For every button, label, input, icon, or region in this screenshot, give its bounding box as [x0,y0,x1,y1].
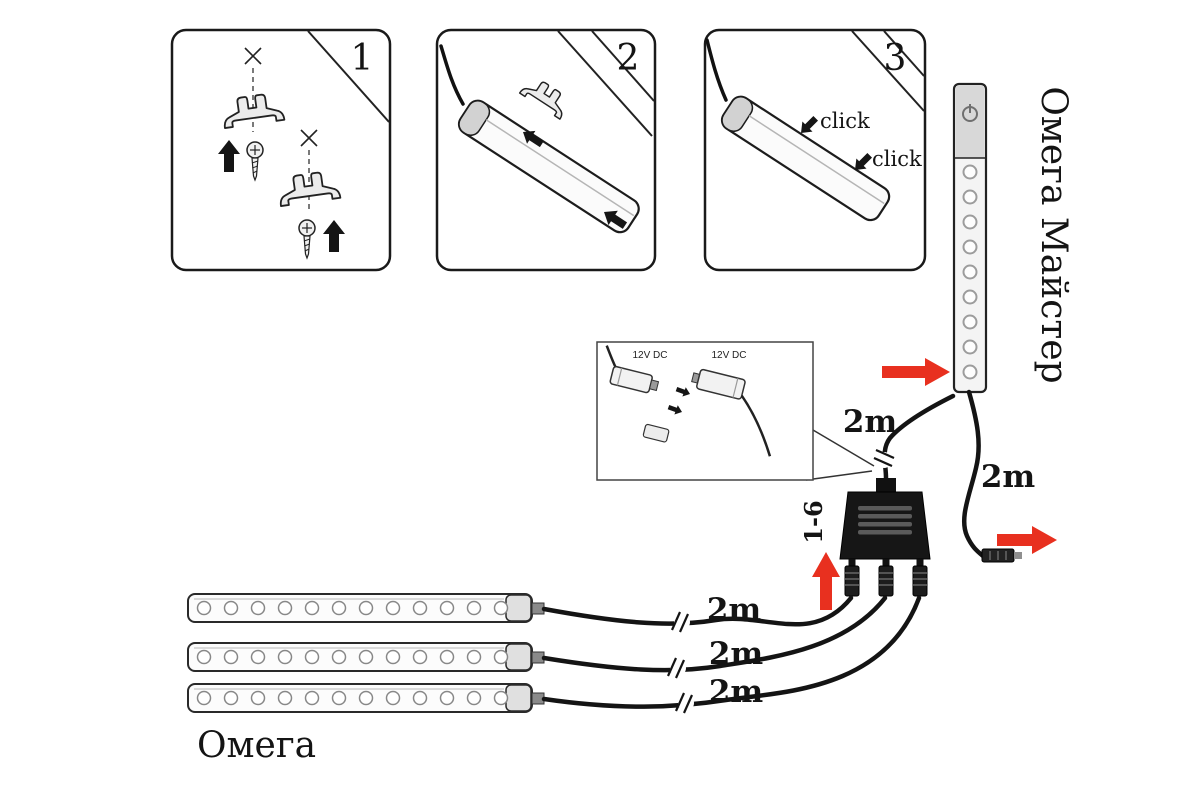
led-dot [962,314,978,330]
drill-mark-icon [300,129,318,147]
cable-break-mark [674,691,696,715]
fixture-cable [439,44,465,106]
callout-line [812,429,875,467]
omega-strip-3 [187,683,545,713]
splitter-port-plug [844,559,860,597]
fixture-end-cap [721,95,754,132]
connect-arrow-right-icon [997,526,1057,554]
step-panel-2: 2 [435,28,657,272]
drill-mark-icon [244,47,262,65]
splitter-assembly: 2m 2m 1-6 [799,389,1036,597]
male-connector [605,345,660,394]
splitter-port-plug [878,559,894,597]
wall-edge-line [307,30,390,123]
light-fixture [720,95,891,222]
omega-strip-2 [187,642,545,672]
step-panel-3: 3 click click [703,28,927,272]
wall-edge-line [883,30,925,77]
product-label: Омега [197,725,316,766]
cable-length-label: 2m [981,459,1036,495]
led-dot [962,189,978,205]
connector-inset: 12V DC 12V DC [596,341,875,481]
strip2-cable [541,595,888,673]
cable-break-mark [666,656,688,680]
callout-line [805,470,873,481]
led-dot [962,364,978,380]
led-dot [962,264,978,280]
step-panel-1: 1 [170,28,392,272]
splitter-range-label: 1-6 [799,500,828,543]
master-output-cable [961,389,986,559]
output-plug [981,548,1022,563]
inset-voltage-label: 12V DC [711,350,746,361]
female-connector [691,368,772,457]
step-number: 1 [351,38,374,79]
led-dot [962,339,978,355]
led-dot [962,214,978,230]
wall-edge-line [557,30,653,137]
inset-voltage-label: 12V DC [632,350,667,361]
cable-length-label: 2m [709,674,764,710]
wall-edge-line [851,30,925,112]
clip-assembly-a [218,47,286,181]
panel-border [170,28,392,272]
inset-border [596,341,814,481]
fixture-cable [705,38,728,102]
master-light-bar: Омега Майстер [952,82,1074,394]
cable-length-label: 2m [843,404,898,440]
led-dot [962,239,978,255]
cable-length-label: 2m [707,592,762,628]
led-dot [962,164,978,180]
strip3-cable [541,595,922,709]
splitter-top-nub [876,478,896,492]
connect-arrow-up-icon [812,552,840,610]
wall-edge-line [591,30,655,102]
master-product-label: Омега Майстер [1033,86,1074,383]
omega-strip-1 [187,593,545,623]
click-label: click [820,109,870,133]
step-number: 2 [617,38,640,79]
connect-arrow-right-icon [882,358,950,386]
connector-sleeve [642,423,670,443]
splitter-port-plug [912,559,928,597]
step-number: 3 [884,38,907,79]
cable-length-label: 2m [709,636,764,672]
click-label: click [872,147,922,171]
strip1-cable [541,595,854,627]
clip-assembly-b [276,129,345,259]
cable-break-mark [670,610,692,634]
fixture-end-cap [458,99,491,136]
cable-break-mark [872,448,896,470]
light-fixture [457,99,640,234]
led-dot [962,289,978,305]
